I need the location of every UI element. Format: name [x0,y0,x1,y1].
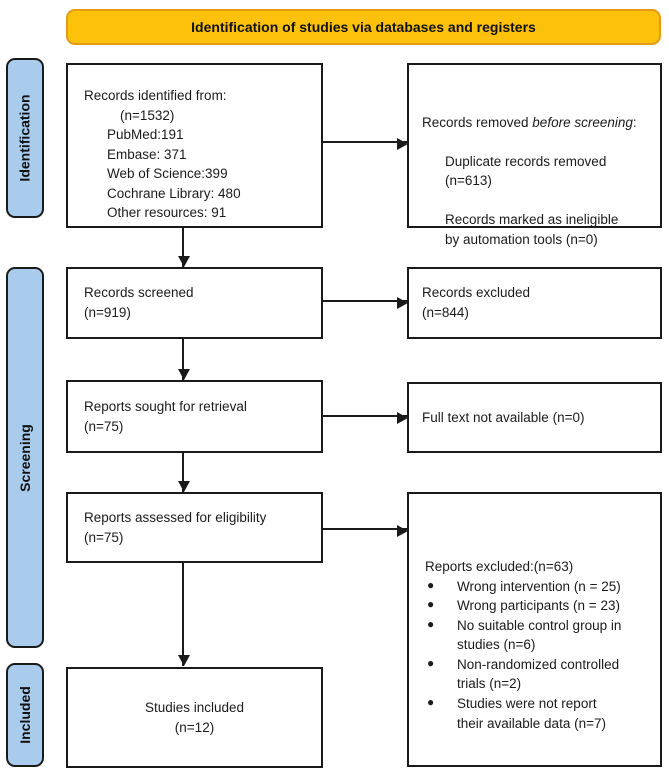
removed-automation: Records marked as ineligible by automati… [445,212,619,247]
records-screened-line1: Records screened [84,285,194,301]
arrow-sought-to-fulltext [323,412,408,424]
records-removed-title: Records removed before screening: [422,113,652,133]
box-records-identified: Records identified from: (n=1532) PubMed… [66,63,323,228]
box-records-screened: Records screened (n=919) [66,267,323,339]
box-reports-assessed: Reports assessed for eligibility (n=75) [66,492,323,563]
reason-wrong-participants: Wrong participants (n = 23) [425,596,654,616]
reason-no-available-data: Studies were not report their available … [425,694,654,733]
arrow-assessed-to-included [178,563,190,666]
box-reports-sought: Reports sought for retrieval (n=75) [66,380,323,453]
records-removed-lead-italic: before screening [532,114,633,130]
stage-screening-label: Screening [17,423,34,492]
box-records-excluded: Records excluded (n=844) [407,267,662,339]
reason-non-randomized: Non-randomized controlled trials (n=2) [425,655,654,694]
studies-included-line1: Studies included [144,699,245,715]
records-excluded-line1: Records excluded [422,285,531,301]
box-reports-excluded: Reports excluded:(n=63) Wrong interventi… [407,492,662,767]
diagram-title-banner: Identification of studies via databases … [66,9,661,45]
reports-assessed-line1: Reports assessed for eligibility [84,509,267,525]
records-removed-lead: Records removed [422,114,533,130]
records-screened-line2: (n=919) [84,305,131,320]
reason-wrong-intervention: Wrong intervention (n = 25) [425,577,654,597]
stage-identification: Identification [6,58,44,218]
records-excluded-line2: (n=844) [422,305,469,320]
full-text-unavailable-line1: Full text not available (n=0) [422,409,585,425]
box-studies-included: Studies included (n=12) [66,667,323,768]
reports-assessed-line2: (n=75) [84,529,124,545]
source-pubmed: PubMed:191 [107,127,184,143]
stage-included-label: Included [17,686,33,744]
arrow-identified-to-removed [323,138,408,150]
diagram-title: Identification of studies via databases … [191,19,536,35]
box-full-text-unavailable: Full text not available (n=0) [407,382,662,453]
stage-included: Included [6,663,44,767]
reports-excluded-title: Reports excluded:(n=63) [425,559,574,574]
records-identified-title: Records identified from: [84,88,227,103]
arrow-sought-to-assessed [178,453,190,492]
removed-duplicates: Duplicate records removed (n=613) [445,153,607,189]
studies-included-line2: (n=12) [174,719,215,735]
box-records-removed: Records removed before screening: Duplic… [407,63,662,247]
source-web-of-science: Web of Science:399 [107,166,228,182]
arrow-assessed-to-reports-excluded [323,525,408,537]
source-embase: Embase: 371 [107,146,187,162]
records-removed-lead-end: : [632,114,637,130]
source-other-resources: Other resources: 91 [107,205,227,221]
source-cochrane-library: Cochrane Library: 480 [107,185,241,201]
stage-screening: Screening [6,267,44,648]
reports-sought-line1: Reports sought for retrieval [84,398,247,414]
arrow-screened-to-excluded [323,297,408,309]
records-identified-total: (n=1532) [120,107,175,123]
arrow-identified-to-screened [178,228,190,267]
reports-sought-line2: (n=75) [84,418,124,434]
arrow-screened-to-sought [178,339,190,380]
stage-identification-label: Identification [17,94,33,182]
reason-no-control-group: No suitable control group in studies (n=… [425,616,654,655]
